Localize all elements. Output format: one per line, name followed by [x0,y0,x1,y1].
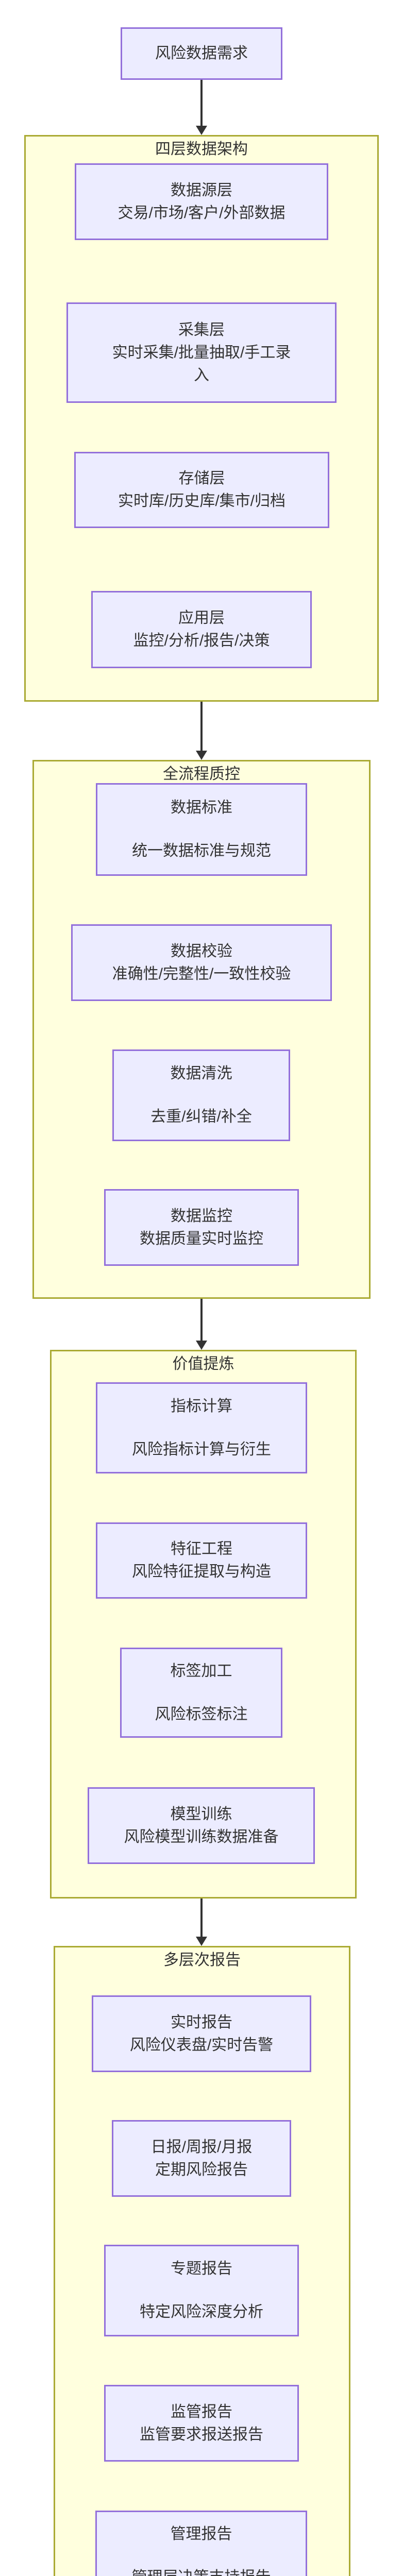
node-risk-data-requirements: 风险数据需求 [121,27,282,80]
node-periodic-report: 日报/周报/月报 定期风险报告 [112,2120,291,2197]
node-data-monitoring: 数据监控 数据质量实时监控 [104,1189,299,1266]
node-label-processing: 标签加工 风险标签标注 [120,1648,282,1738]
node-desc: 统一数据标准与规范 [132,842,271,859]
section-title: 价值提炼 [172,1355,234,1372]
flow-connector [200,702,203,751]
flow-connector [200,1299,203,1341]
node-desc: 风险特征提取与构造 [132,1563,271,1580]
node-title: 存储层 [178,470,225,487]
node-collection-layer: 采集层 实时采集/批量抽取/手工录入 [66,302,337,403]
node-desc: 风险指标计算与衍生 [132,1440,271,1458]
node-application-layer: 应用层 监控/分析/报告/决策 [91,591,312,668]
section-title: 四层数据架构 [155,141,248,158]
node-desc: 准确性/完整性/一致性校验 [112,965,291,982]
node-title: 监管报告 [171,2403,232,2420]
node-title: 管理报告 [170,2525,232,2543]
node-data-standard: 数据标准 统一数据标准与规范 [96,783,307,876]
node-desc: 监管要求报送报告 [140,2426,263,2443]
node-data-cleansing: 数据清洗 去重/纠错/补全 [112,1049,290,1141]
flow-connector [200,80,203,126]
node-title: 数据校验 [171,942,232,960]
node-title: 特征工程 [171,1540,232,1557]
node-realtime-report: 实时报告 风险仪表盘/实时告警 [92,1995,311,2072]
node-title: 专题报告 [171,2260,232,2277]
flow-connector [200,1899,203,1937]
node-desc: 实时库/历史库/集市/归档 [117,493,286,510]
node-title: 模型训练 [170,1805,232,1823]
arrow-down-icon [196,751,207,760]
node-regulatory-report: 监管报告 监管要求报送报告 [104,2385,299,2462]
arrow-down-icon [196,1341,207,1350]
node-desc: 风险标签标注 [155,1705,248,1723]
node-desc: 定期风险报告 [155,2161,248,2178]
node-desc: 交易/市场/客户/外部数据 [117,204,286,222]
node-title: 标签加工 [170,1662,232,1680]
node-desc: 去重/纠错/补全 [150,1108,252,1125]
node-management-report: 管理报告 管理层决策支持报告 [95,2511,307,2576]
node-title: 应用层 [178,609,225,626]
node-feature-engineering: 特征工程 风险特征提取与构造 [96,1522,307,1599]
arrow-down-icon [196,1937,207,1946]
node-desc: 特定风险深度分析 [140,2303,263,2320]
node-data-source-layer: 数据源层 交易/市场/客户/外部数据 [75,163,328,240]
node-data-validation: 数据校验 准确性/完整性/一致性校验 [71,924,332,1001]
node-storage-layer: 存储层 实时库/历史库/集市/归档 [74,452,329,528]
node-desc: 数据质量实时监控 [140,1230,263,1247]
node-special-report: 专题报告 特定风险深度分析 [104,2245,299,2336]
section-title: 全流程质控 [163,766,240,783]
node-model-training: 模型训练 风险模型训练数据准备 [88,1787,315,1864]
node-desc: 管理层决策支持报告 [97,2566,306,2576]
node-title: 数据源层 [171,181,232,199]
node-title: 日报/周报/月报 [150,2138,253,2156]
node-title: 数据监控 [171,1207,232,1225]
node-desc: 风险仪表盘/实时告警 [129,2036,274,2054]
section-title: 多层次报告 [163,1952,241,1969]
node-title: 采集层 [178,321,225,338]
node-desc: 实时采集/批量抽取/手工录入 [112,344,291,384]
arrow-down-icon [196,126,207,135]
node-desc: 风险模型训练数据准备 [124,1828,279,1845]
node-indicator-calculation: 指标计算 风险指标计算与衍生 [96,1382,307,1473]
node-title: 实时报告 [171,2013,232,2031]
node-desc: 监控/分析/报告/决策 [133,632,270,649]
node-title: 风险数据需求 [155,45,248,62]
node-title: 指标计算 [171,1397,232,1415]
node-title: 数据清洗 [170,1065,232,1082]
node-title: 数据标准 [171,799,232,816]
